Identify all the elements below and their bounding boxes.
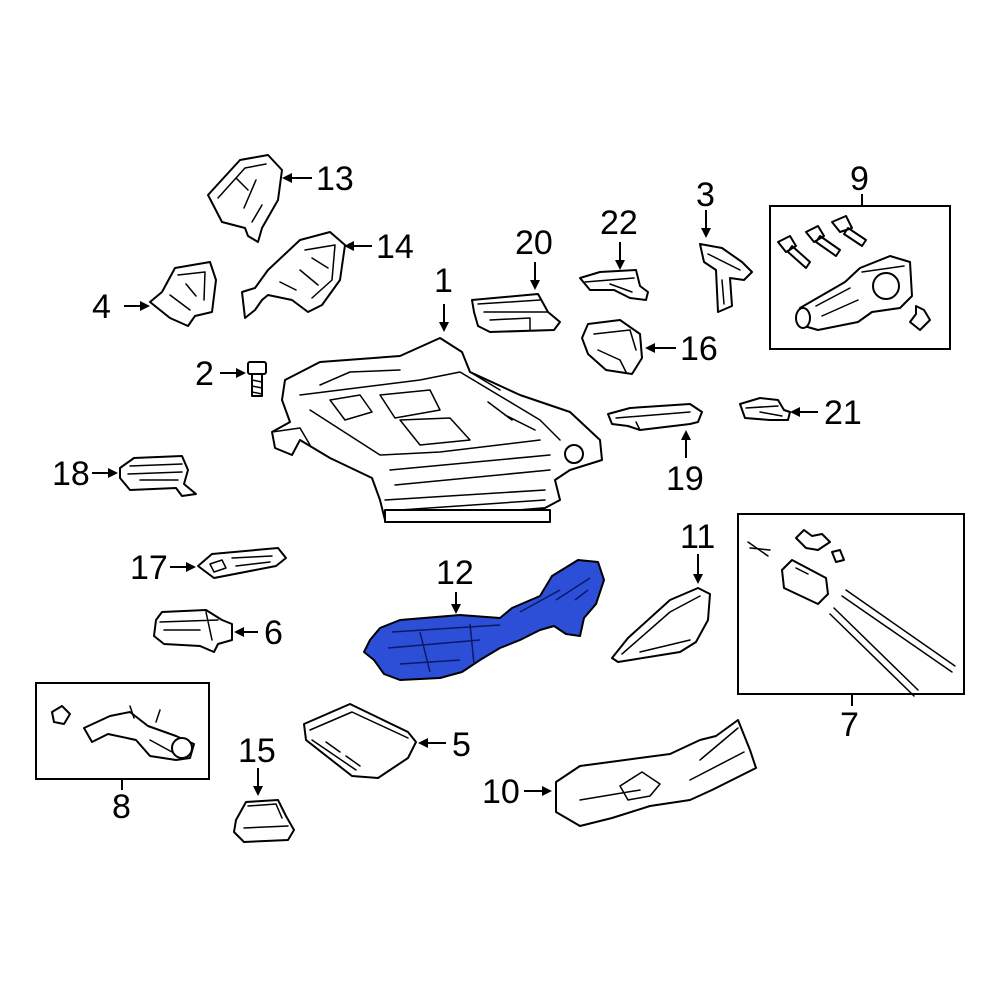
callout-19: 19 — [666, 430, 704, 498]
part-4-bracket[interactable] — [149, 261, 217, 327]
callout-21: 21 — [790, 394, 862, 432]
callout-2: 2 — [195, 355, 246, 393]
part-3-bracket[interactable] — [699, 243, 753, 313]
callout-17-label: 17 — [130, 549, 168, 587]
bolt-icon-9a — [777, 235, 811, 269]
callout-18: 18 — [52, 455, 118, 493]
callout-3-label: 3 — [696, 176, 715, 214]
callout-3: 3 — [696, 176, 715, 238]
part-22-strip[interactable] — [579, 269, 649, 301]
callout-4-label: 4 — [92, 288, 111, 326]
callout-15: 15 — [238, 732, 276, 796]
callout-1: 1 — [434, 262, 453, 332]
callout-16: 16 — [645, 330, 718, 368]
part-11-cover[interactable] — [611, 587, 711, 663]
callout-12-label: 12 — [436, 554, 474, 592]
callout-15-label: 15 — [238, 732, 276, 770]
part-9-motor-kit[interactable] — [769, 205, 951, 350]
part-7-rod-kit[interactable] — [737, 513, 965, 697]
callout-13-label: 13 — [316, 160, 354, 198]
callout-19-label: 19 — [666, 460, 704, 498]
callout-9: 9 — [850, 160, 869, 206]
callout-9-label: 9 — [850, 160, 869, 198]
part-21-clip[interactable] — [739, 397, 791, 421]
part-10-cover[interactable] — [555, 719, 757, 827]
callout-22-label: 22 — [600, 204, 638, 242]
callout-17: 17 — [130, 549, 196, 587]
callout-11: 11 — [680, 518, 715, 584]
callout-22: 22 — [600, 204, 638, 270]
part-12-side-cover[interactable] — [363, 559, 605, 681]
callout-1-label: 1 — [434, 262, 453, 300]
callout-4: 4 — [92, 288, 150, 326]
part-16-switch[interactable] — [581, 319, 643, 375]
part-6-module[interactable] — [153, 609, 233, 653]
part-5-control-module[interactable] — [303, 703, 417, 779]
callout-7-label: 7 — [840, 706, 859, 744]
callout-7: 7 — [840, 694, 859, 744]
part-1-seat-frame[interactable] — [271, 337, 603, 523]
callout-13: 13 — [282, 160, 354, 198]
bolt-icon-9b — [805, 225, 841, 257]
callout-18-label: 18 — [52, 455, 90, 493]
callout-20-label: 20 — [515, 224, 553, 262]
callout-10-label: 10 — [482, 773, 520, 811]
part-14-panel[interactable] — [241, 231, 346, 319]
callout-2-label: 2 — [195, 355, 214, 393]
callout-21-label: 21 — [824, 394, 862, 432]
part-18-module[interactable] — [119, 455, 197, 497]
callout-8: 8 — [112, 779, 131, 826]
callout-5: 5 — [418, 726, 471, 764]
part-20-bracket[interactable] — [471, 293, 561, 333]
callout-6-label: 6 — [264, 614, 283, 652]
part-2-bolt[interactable] — [247, 361, 267, 397]
callout-6: 6 — [234, 614, 283, 652]
callout-11-label: 11 — [680, 518, 715, 556]
callout-5-label: 5 — [452, 726, 471, 764]
callout-14-label: 14 — [376, 228, 414, 266]
part-17-switch[interactable] — [197, 547, 287, 579]
callout-10: 10 — [482, 773, 552, 811]
part-8-motor-kit[interactable] — [35, 682, 210, 780]
part-19-strip[interactable] — [607, 403, 703, 431]
callout-20: 20 — [515, 224, 553, 290]
callout-12: 12 — [436, 554, 474, 614]
bolt-icon-9c — [831, 215, 867, 247]
part-13-cover[interactable] — [207, 154, 283, 243]
part-15-knob[interactable] — [233, 799, 295, 843]
callout-8-label: 8 — [112, 788, 131, 826]
callout-14: 14 — [344, 228, 414, 266]
callout-16-label: 16 — [680, 330, 718, 368]
